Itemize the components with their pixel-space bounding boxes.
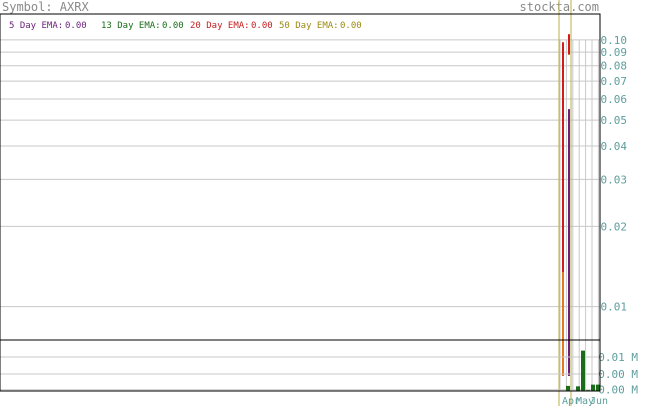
price-gridlines — [0, 39, 600, 308]
price-vertical-gridlines — [559, 40, 599, 340]
legend-50day-ema-value: 0.00 — [340, 21, 362, 31]
symbol-label: Symbol: AXRX — [2, 0, 89, 14]
price-y-tick-label: 0.09 — [601, 46, 628, 59]
volume-bar — [596, 384, 600, 391]
legend-13day-ema-value: 0.00 — [162, 21, 184, 31]
price-panel-frame — [0, 13, 601, 341]
x-tick-label: May — [576, 396, 594, 406]
legend-5day-ema-value: 0.00 — [65, 21, 87, 31]
legend-20day-ema-value: 0.00 — [251, 21, 273, 31]
volume-y-axis: 0.01 M 0.00 M 0.00 M — [598, 351, 638, 397]
price-y-tick-label: 0.02 — [601, 220, 628, 233]
legend-50day-ema-label: 50 Day EMA: — [279, 21, 339, 31]
volume-gridlines — [0, 340, 600, 391]
volume-y-tick-label: 0.00 M — [598, 368, 638, 381]
legend-13day-ema-label: 13 Day EMA: — [101, 21, 161, 31]
volume-panel-frame — [0, 339, 601, 392]
volume-bar — [576, 386, 580, 391]
ema-legend: 5 Day EMA: 0.00 13 Day EMA: 0.00 20 Day … — [9, 21, 362, 31]
volume-bar — [591, 384, 595, 391]
price-y-tick-label: 0.04 — [601, 140, 628, 153]
volume-bar — [581, 350, 585, 391]
legend-20day-ema-label: 20 Day EMA: — [190, 21, 250, 31]
volume-y-tick-label: 0.00 M — [598, 384, 638, 397]
price-y-tick-label: 0.07 — [601, 75, 628, 88]
ema-lines — [558, 0, 572, 406]
x-tick-label: Apr — [562, 396, 580, 406]
volume-y-tick-label: 0.01 M — [598, 351, 638, 364]
price-y-tick-label: 0.06 — [601, 93, 628, 106]
price-bars — [562, 34, 570, 376]
x-tick-label: Jun — [590, 396, 608, 406]
price-y-tick-label: 0.01 — [601, 301, 628, 314]
price-y-tick-label: 0.03 — [601, 173, 628, 186]
volume-bar — [566, 385, 570, 391]
price-y-tick-label: 0.10 — [601, 34, 628, 47]
price-y-tick-label: 0.08 — [601, 60, 628, 73]
legend-5day-ema-label: 5 Day EMA: — [9, 21, 63, 31]
price-y-axis: 0.100.090.08 0.07 0.06 0.05 0.04 0.03 0.02 0.01 — [601, 34, 628, 314]
price-y-tick-label: 0.05 — [601, 114, 628, 127]
